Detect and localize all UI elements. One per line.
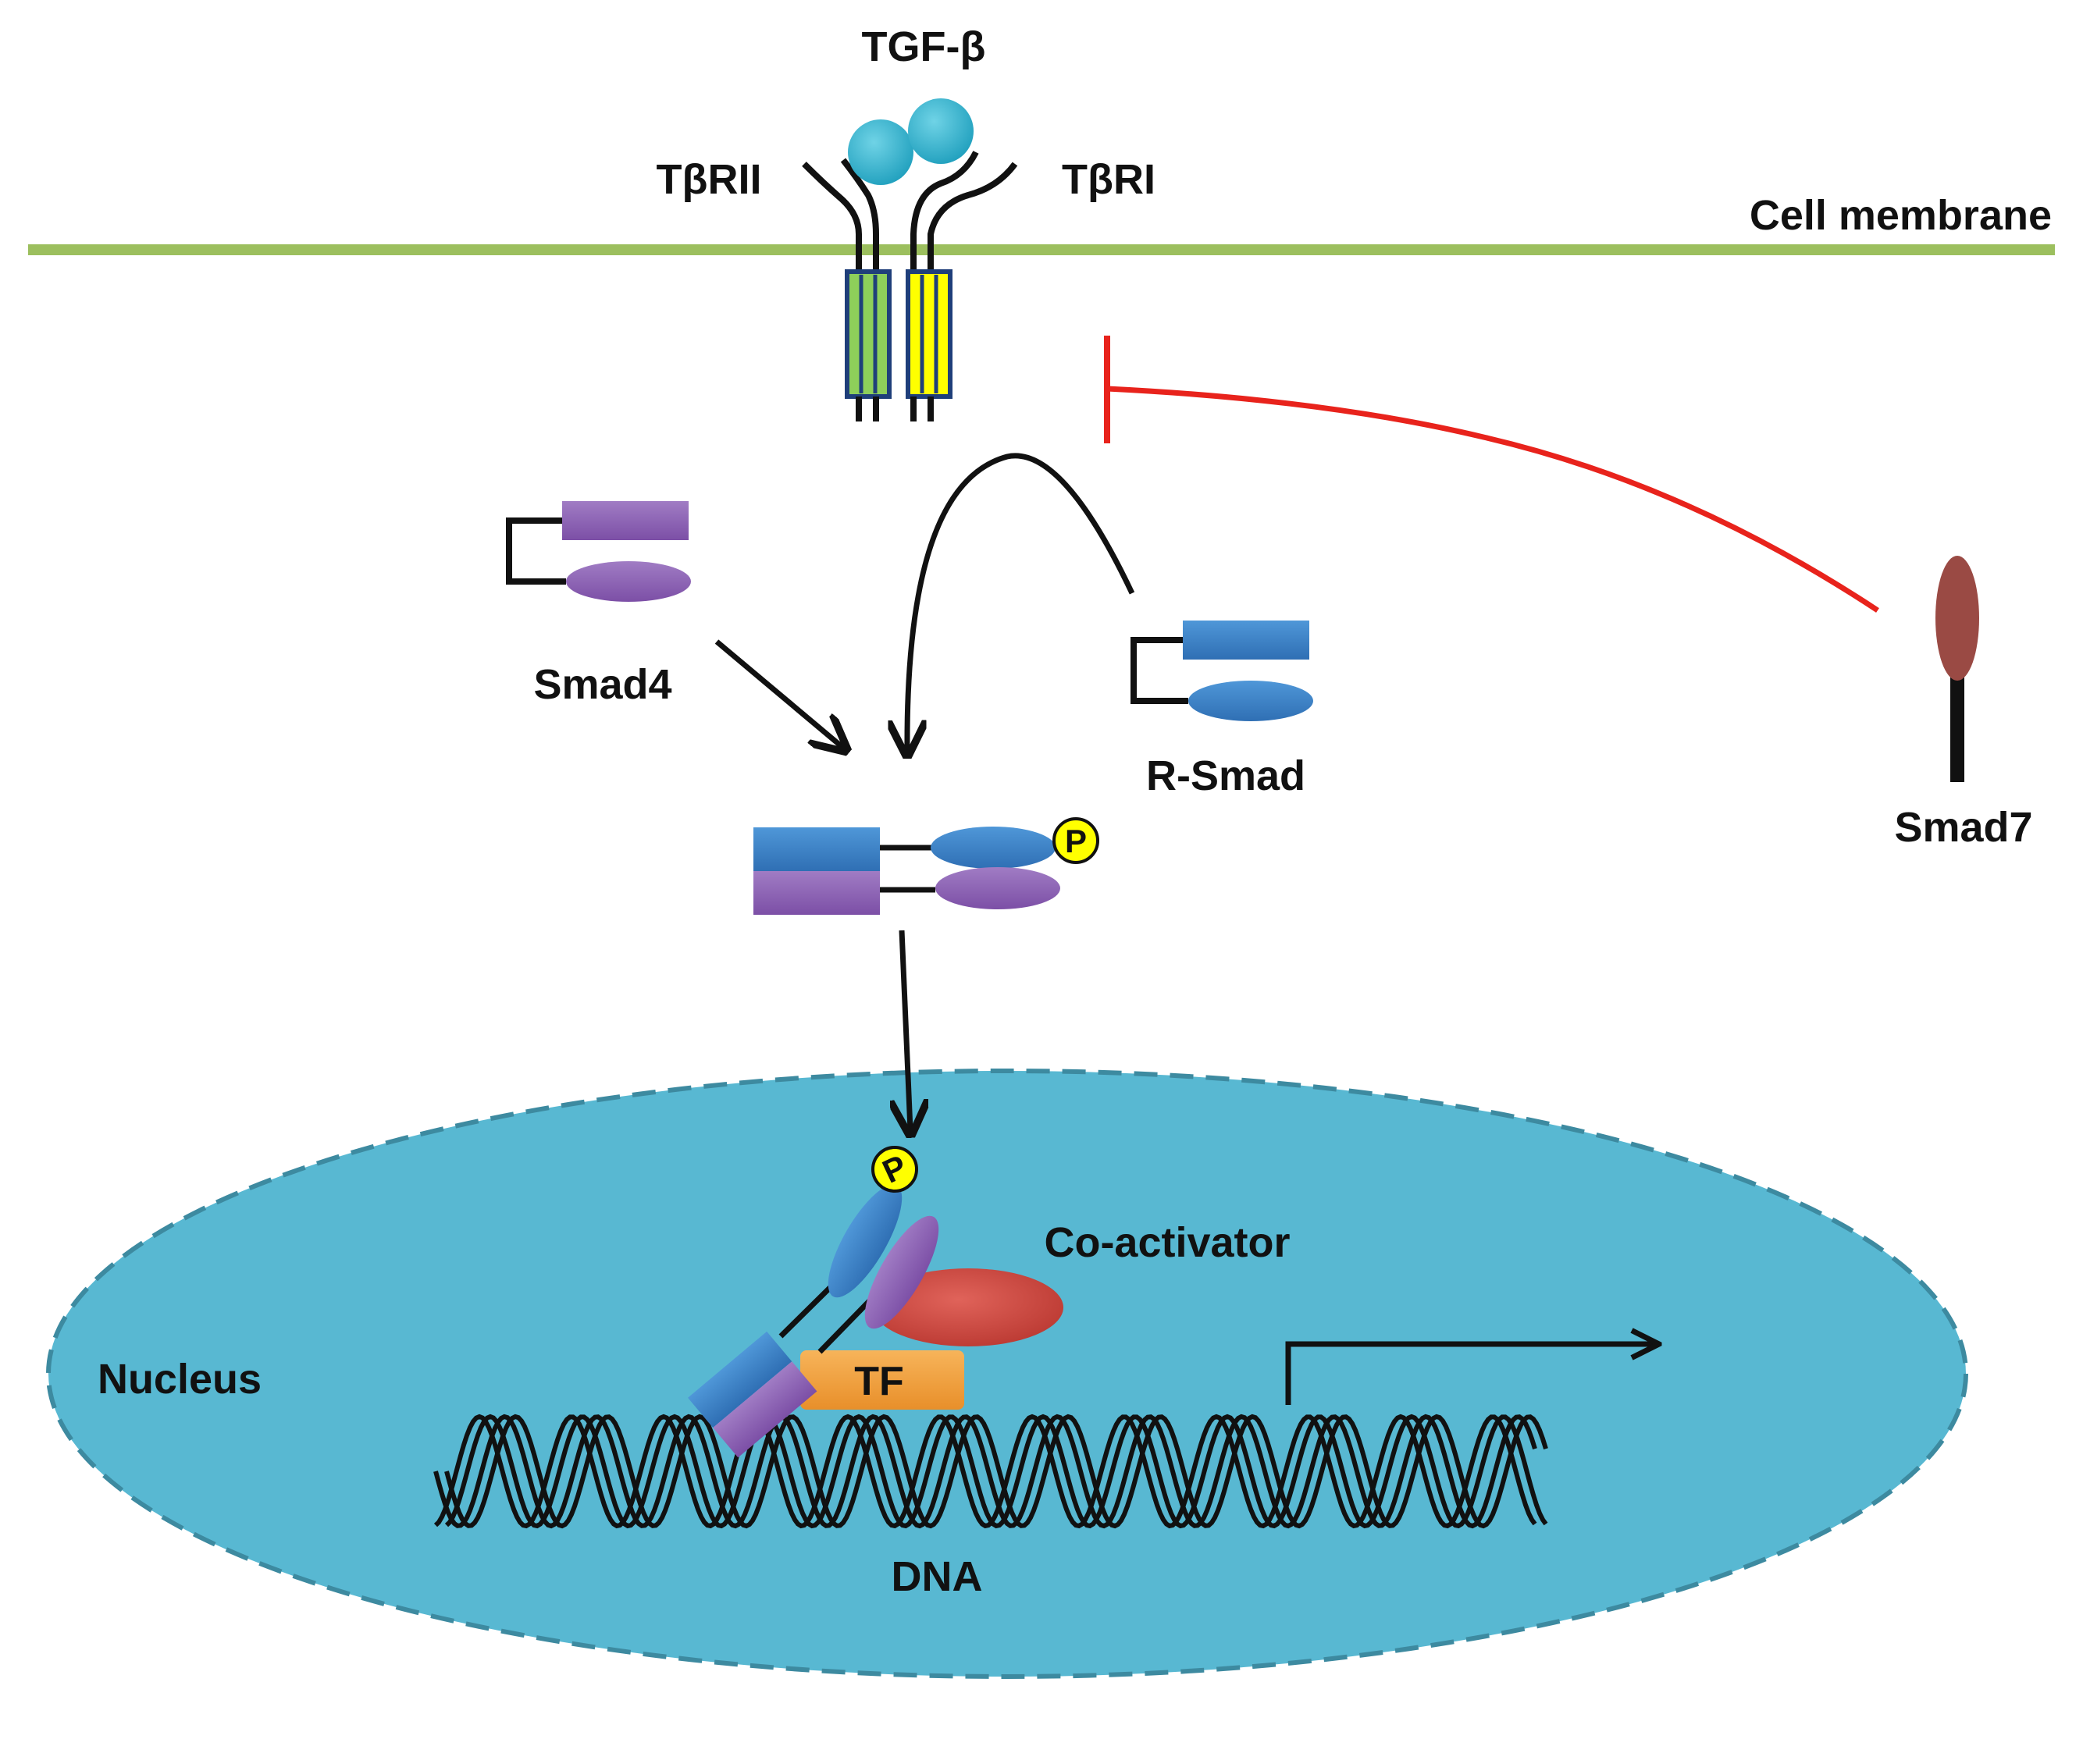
nucleus-label: Nucleus: [98, 1356, 262, 1403]
co-activator-label: Co-activator: [1044, 1219, 1290, 1266]
nuclear-translocation-arrow: [902, 930, 910, 1130]
smad-complex: P: [753, 817, 1099, 915]
dna-helix: [433, 1414, 1548, 1529]
smad4-arrow: [714, 639, 843, 748]
tgf-beta-ligand: [848, 98, 974, 185]
r-smad-protein: [1131, 621, 1313, 721]
r-smad-label: R-Smad: [1146, 752, 1305, 799]
co-activator: [873, 1268, 1063, 1346]
dna-strand-1-line-1: [433, 1414, 1537, 1529]
smad4-label: Smad4: [533, 661, 671, 708]
smad7-inhibition-line: [1104, 336, 1879, 613]
transcription-factor: [800, 1350, 964, 1410]
smad7-label: Smad7: [1894, 804, 2032, 851]
rsmad-activation-arrow: [907, 453, 1135, 751]
phospho-circle-nucleus: [871, 1146, 918, 1193]
transcription-start-arrow: [1285, 1344, 1659, 1405]
dna-label: DNA: [892, 1553, 983, 1600]
dna-strand-2-line-2: [444, 1414, 1548, 1529]
phospho-circle-cytoplasm: [1052, 817, 1099, 864]
smad4-protein: [506, 501, 691, 602]
tf-label: TF: [854, 1359, 904, 1404]
receptor-tbrii: [802, 158, 892, 421]
smad7-protein: [1935, 556, 1979, 782]
receptor-tbri: [906, 151, 1018, 421]
tgf-beta-label: TGF-β: [862, 23, 986, 70]
dna-strand-1-line-2: [444, 1414, 1548, 1529]
phospho-label-cytoplasm: P: [1065, 823, 1087, 859]
tbri-label: TβRI: [1062, 156, 1155, 203]
cell-membrane-label: Cell membrane: [1750, 192, 2052, 239]
tbrii-label: TβRII: [657, 156, 762, 203]
dna-strand-2-line-1: [433, 1414, 1537, 1529]
nuclear-smad-complex: TF P: [688, 1146, 1063, 1458]
nucleus: [46, 1069, 1968, 1679]
